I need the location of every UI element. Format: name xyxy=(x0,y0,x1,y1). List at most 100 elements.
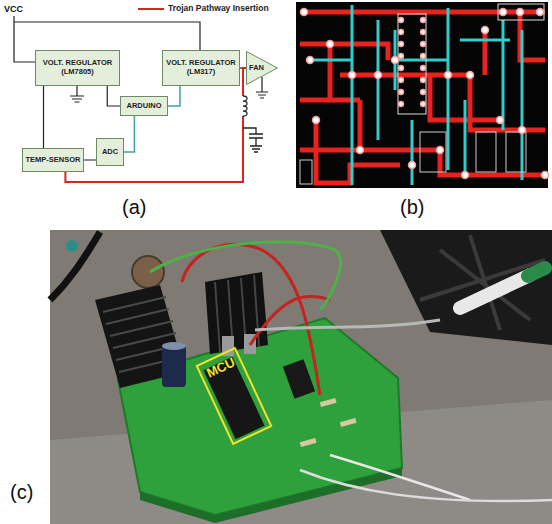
part-outline xyxy=(476,132,496,172)
pcb-pad xyxy=(399,102,404,107)
pcb-pad xyxy=(399,66,404,71)
resistor xyxy=(300,438,317,447)
legend-swatch xyxy=(138,8,164,10)
pcb-trace xyxy=(377,20,380,140)
pcb-pad xyxy=(399,78,404,83)
wire-connector xyxy=(107,86,120,106)
wire xyxy=(250,296,330,345)
pcb-trace xyxy=(395,59,448,62)
wire xyxy=(300,470,552,501)
pcb-pad xyxy=(462,172,469,179)
pcb-trace xyxy=(460,39,510,42)
pcb-trace xyxy=(360,100,440,150)
pcb-trace xyxy=(300,12,545,183)
marker-cap xyxy=(528,268,545,276)
pcb-pad xyxy=(399,30,404,35)
pcb-pad xyxy=(445,72,452,79)
wire xyxy=(255,320,440,330)
heat-sink xyxy=(205,272,268,354)
fan-housing xyxy=(380,230,552,345)
pcb-trace xyxy=(310,5,522,185)
wire-connector xyxy=(124,116,134,152)
part-outline xyxy=(300,132,526,184)
regulator-tab xyxy=(222,336,234,356)
pcb-trace xyxy=(351,5,354,185)
part-outline xyxy=(506,132,526,172)
regulator-box: VOLT. REGULATOR (LM317) xyxy=(162,50,240,86)
inductor-symbol xyxy=(243,96,247,116)
fan-triangle xyxy=(247,52,278,85)
supply-wire xyxy=(14,22,200,50)
node-text: ADC xyxy=(102,148,118,157)
pcb-trace xyxy=(483,30,488,75)
pcb-trace xyxy=(521,30,524,180)
pcb-trace xyxy=(470,75,545,130)
pcb-pad xyxy=(349,72,356,79)
pcb-pad xyxy=(399,54,404,59)
pcb-pad xyxy=(421,30,426,35)
pcb-pad xyxy=(421,66,426,71)
cable xyxy=(50,232,100,300)
pcb-background xyxy=(296,2,548,188)
controller-box: ARDUINO xyxy=(120,96,168,116)
wire-connector xyxy=(168,86,180,106)
pcb-pad xyxy=(327,41,334,48)
legend-text: Trojan Pathway Insertion xyxy=(168,3,269,13)
pcb-pad xyxy=(421,54,426,59)
capacitor xyxy=(162,345,186,387)
ic-chip xyxy=(283,359,315,398)
node-text: FAN xyxy=(249,64,264,73)
ground-symbol xyxy=(256,77,268,98)
pcb-trace xyxy=(411,120,414,185)
pcb-pad xyxy=(357,147,364,154)
pcb-pad xyxy=(497,117,504,124)
pcb-trace xyxy=(440,150,545,175)
pcb-pad xyxy=(307,57,314,64)
node-text: VOLT. REGULATOR (LM317) xyxy=(163,59,239,76)
pcb-pad xyxy=(301,9,549,179)
resistor xyxy=(300,398,357,447)
wire xyxy=(182,244,320,395)
adc-box: ADC xyxy=(96,138,124,166)
pcb-pad xyxy=(437,147,444,154)
pcb-pad xyxy=(482,27,489,34)
pcb-pad xyxy=(421,42,426,47)
pcb-trace xyxy=(464,100,467,175)
wire-connector xyxy=(43,86,44,148)
pcb-pad xyxy=(517,9,524,16)
pcb-pad xyxy=(392,57,399,64)
fan-blade xyxy=(420,235,545,330)
pcb-pad xyxy=(399,18,404,23)
sensor-box: TEMP-SENSOR xyxy=(22,148,84,172)
pcb-trace xyxy=(447,8,450,170)
connector xyxy=(66,240,78,252)
pcb-pad xyxy=(537,9,544,16)
wire-connector xyxy=(84,159,96,160)
regulator-box: VOLT. REGULATOR (LM7805) xyxy=(35,50,120,86)
resistor xyxy=(320,398,337,407)
fan-triangle: FAN xyxy=(246,51,278,85)
pcb-trace xyxy=(300,98,330,103)
panel-label: (b) xyxy=(400,196,424,219)
pcb-layout xyxy=(296,2,549,188)
pcb-pad xyxy=(467,72,474,79)
part-outline xyxy=(300,160,312,184)
connector-outline xyxy=(498,4,544,20)
pcb-pad xyxy=(421,78,426,83)
pcb-pad xyxy=(375,72,382,79)
board-photo xyxy=(50,230,552,524)
pcb-pad xyxy=(421,18,426,23)
heat-sink xyxy=(95,285,185,388)
ground-symbol xyxy=(70,86,84,102)
pcb-pad xyxy=(399,90,404,95)
part-outline xyxy=(420,132,446,172)
pcb-pad xyxy=(421,102,426,107)
pcb-trace xyxy=(340,73,470,78)
pcb-trace xyxy=(310,59,352,62)
net-label: VCC xyxy=(4,4,23,14)
resistor xyxy=(340,418,357,427)
pcb-pad xyxy=(519,127,526,134)
temperature-sensor xyxy=(132,256,164,288)
pcb-trace xyxy=(330,44,360,100)
